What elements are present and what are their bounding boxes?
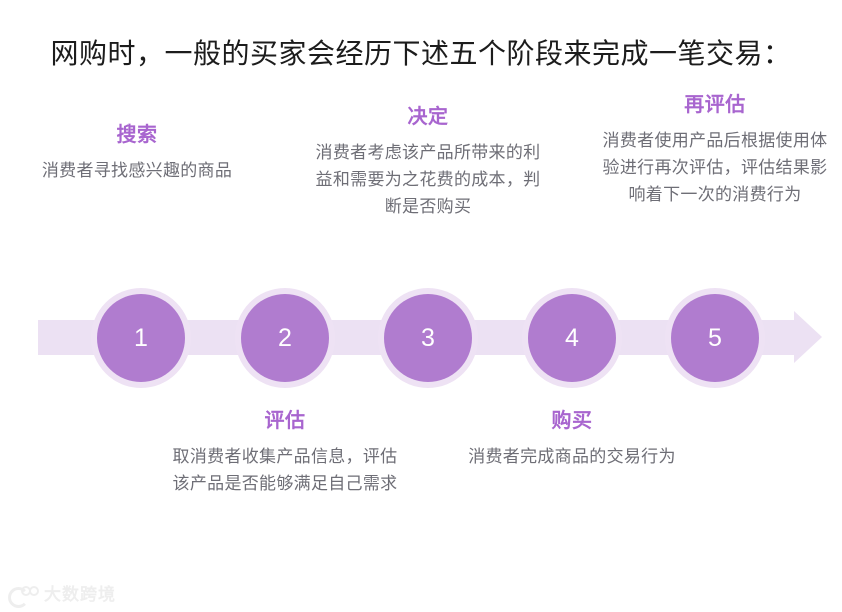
timeline-node-3[interactable]: 3 — [384, 294, 472, 382]
timeline-node-2[interactable]: 2 — [241, 294, 329, 382]
step-block-2: 评估 取消费者收集产品信息，评估该产品是否能够满足自己需求 — [169, 408, 401, 497]
step-body-2: 取消费者收集产品信息，评估该产品是否能够满足自己需求 — [172, 447, 398, 493]
step-body-5: 消费者使用产品后根据使用体验进行再次评估，评估结果影响着下一次的消费行为 — [602, 131, 828, 204]
step-block-3: 决定 消费者考虑该产品所带来的利益和需要为之花费的成本，判断是否购买 — [312, 104, 544, 220]
step-body-4: 消费者完成商品的交易行为 — [468, 447, 676, 466]
watermark: 大数跨境 — [8, 584, 116, 608]
timeline-node-1[interactable]: 1 — [97, 294, 185, 382]
node-number-1: 1 — [134, 323, 148, 352]
step-block-1: 搜索 消费者寻找感兴趣的商品 — [21, 122, 253, 184]
timeline-node-5[interactable]: 5 — [671, 294, 759, 382]
step-body-3: 消费者考虑该产品所带来的利益和需要为之花费的成本，判断是否购买 — [315, 143, 541, 216]
step-heading-2: 评估 — [264, 410, 306, 432]
node-number-2: 2 — [278, 323, 292, 352]
step-heading-1: 搜索 — [116, 124, 158, 146]
node-number-5: 5 — [708, 323, 722, 352]
node-number-3: 3 — [421, 323, 435, 352]
arrow-right-icon — [794, 311, 822, 363]
watermark-label: 大数跨境 — [44, 585, 116, 604]
step-heading-4: 购买 — [551, 410, 593, 432]
step-block-5: 再评估 消费者使用产品后根据使用体验进行再次评估，评估结果影响着下一次的消费行为 — [599, 92, 831, 208]
step-block-4: 购买 消费者完成商品的交易行为 — [456, 408, 688, 470]
timeline-node-4[interactable]: 4 — [528, 294, 616, 382]
node-number-4: 4 — [565, 323, 579, 352]
brand-logo-icon — [8, 584, 39, 608]
step-heading-3: 决定 — [407, 106, 449, 128]
page-title: 网购时，一般的买家会经历下述五个阶段来完成一笔交易： — [50, 39, 792, 70]
step-body-1: 消费者寻找感兴趣的商品 — [41, 161, 233, 180]
step-heading-5: 再评估 — [684, 94, 746, 116]
